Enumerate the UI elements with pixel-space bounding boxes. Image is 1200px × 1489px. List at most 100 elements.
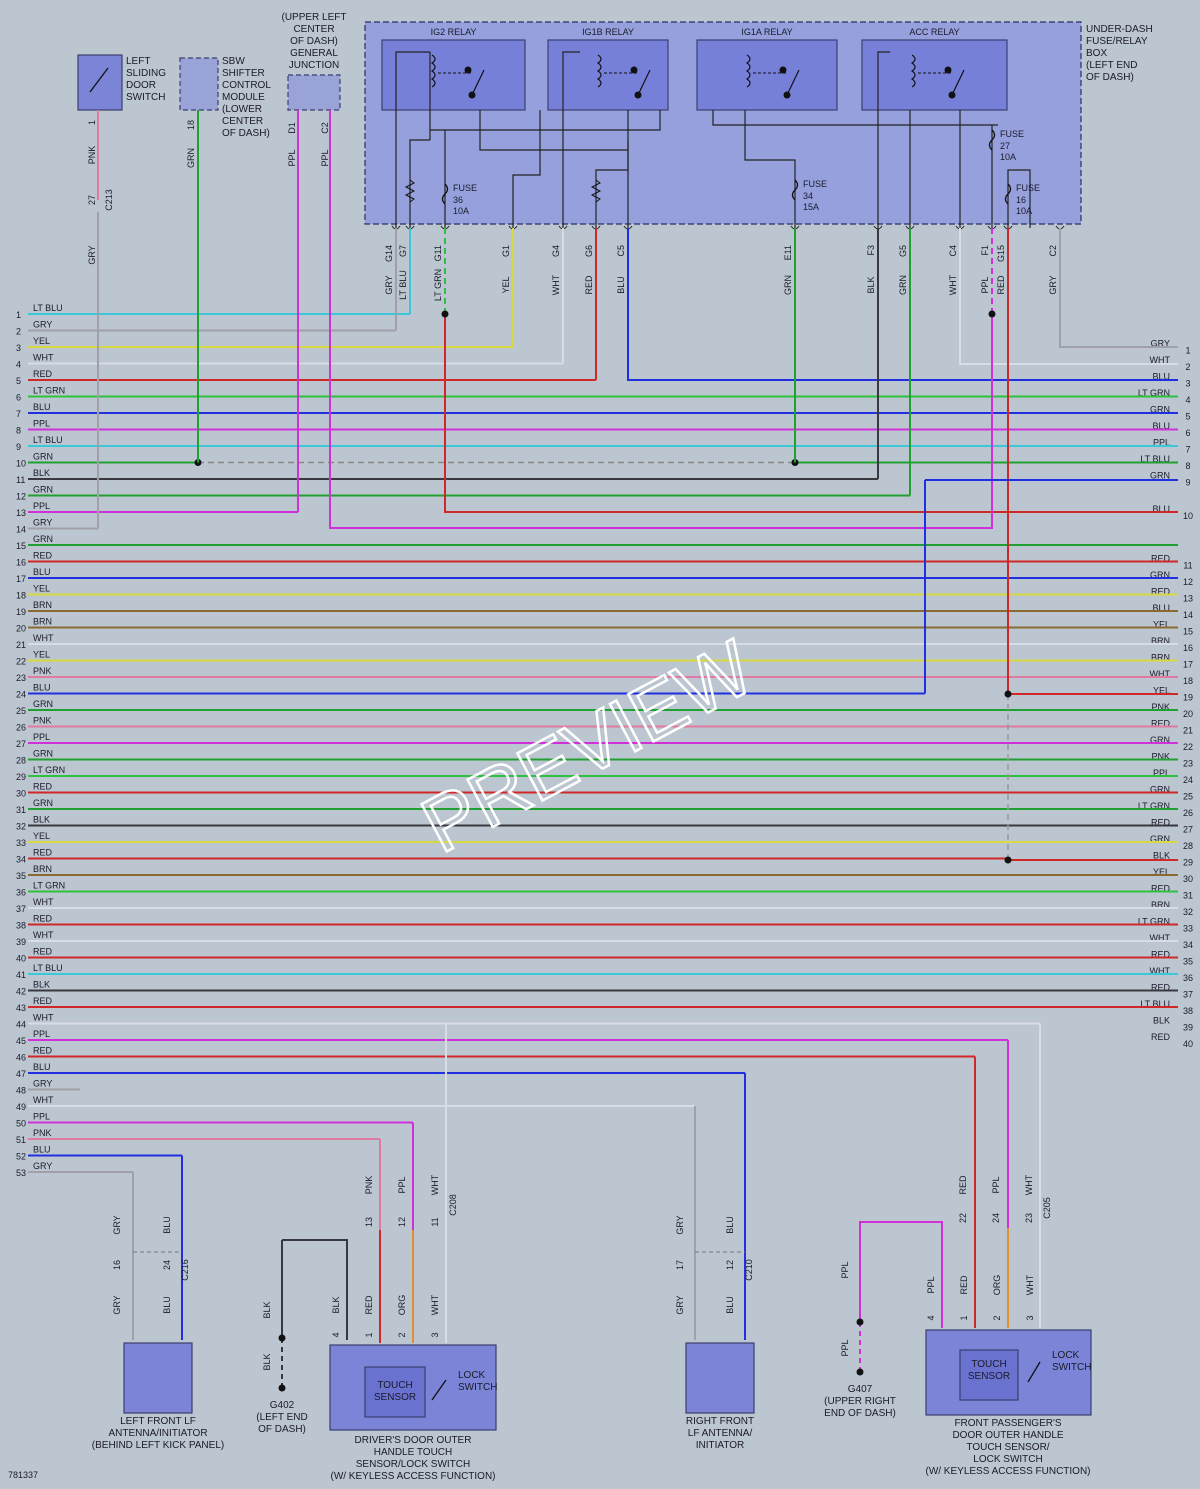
right-row-number: 24 (1183, 775, 1193, 785)
fuse-number: 34 (803, 191, 813, 201)
left-row-number: 9 (16, 442, 21, 452)
right-row-wire: BLU (1152, 603, 1170, 613)
left-row-number: 43 (16, 1003, 26, 1013)
sbw-wire: GRN (186, 148, 196, 168)
relay-switch-icon (471, 69, 485, 96)
general-junction-label: CENTER (293, 24, 334, 35)
right-row-number: 22 (1183, 742, 1193, 752)
right-row-number: 28 (1183, 841, 1193, 851)
left-row-number: 27 (16, 739, 26, 749)
fuse-box-wire-color: GRY (384, 275, 394, 294)
right-row-wire: BRN (1151, 900, 1170, 910)
fuse-box-title: BOX (1086, 48, 1107, 59)
fuse-rating: 10A (1000, 152, 1016, 162)
left-row-wire: RED (33, 996, 53, 1006)
junction-wire: PPL (287, 149, 297, 166)
left-row-wire: YEL (33, 650, 50, 660)
right-row-number: 7 (1185, 445, 1190, 455)
door-switch-label: SLIDING (126, 68, 166, 79)
fuse-icon (791, 179, 799, 201)
right-row-number: 5 (1185, 412, 1190, 422)
resistor-icon (404, 179, 416, 203)
touch-sensor-label: TOUCH (971, 1359, 1006, 1370)
splice-dot (441, 310, 449, 318)
left-row-wire: WHT (33, 897, 54, 907)
left-row-wire: BLK (33, 980, 50, 990)
left-row-number: 17 (16, 574, 26, 584)
right-row-wire: GRY (1151, 339, 1170, 349)
driver-conn-pin: 12 (397, 1217, 407, 1227)
left-row-number: 50 (16, 1119, 26, 1129)
relay-coil-icon (745, 54, 751, 88)
right-row-wire: YEL (1153, 686, 1170, 696)
left-row-number: 12 (16, 492, 26, 502)
left-row-wire: GRN (33, 534, 53, 544)
driver-term: 3 (430, 1332, 440, 1337)
driver-handle-label: DRIVER'S DOOR OUTER (355, 1435, 472, 1446)
g402-label: (LEFT END (256, 1412, 308, 1423)
left-row-wire: GRN (33, 798, 53, 808)
rf-antenna-label: LF ANTENNA/ (688, 1428, 753, 1439)
right-row-number: 38 (1183, 1006, 1193, 1016)
left-row-number: 29 (16, 772, 26, 782)
sbw-module-label: SHIFTER (222, 68, 265, 79)
lf-antenna-label: LEFT FRONT LF (120, 1416, 196, 1427)
fuse-box-pin: C4 (948, 245, 958, 257)
passenger-conn-pin: 23 (1024, 1213, 1034, 1223)
sbw-module-label: (LOWER (222, 104, 262, 115)
left-row-wire: BLU (33, 1062, 51, 1072)
left-row-wire: GRY (33, 1161, 52, 1171)
passenger-wire-top: PPL (991, 1176, 1001, 1193)
left-row-number: 34 (16, 855, 26, 865)
driver-term: 2 (397, 1332, 407, 1337)
right-row-number: 29 (1183, 858, 1193, 868)
g407-wire: PPL (840, 1261, 850, 1278)
left-row-wire: WHT (33, 1095, 54, 1105)
sbw-module-label: CENTER (222, 116, 263, 127)
left-row-wire: GRN (33, 699, 53, 709)
fuse-box-pin: G7 (398, 245, 408, 257)
sbw-module-label: OF DASH) (222, 128, 270, 139)
relay-coil-icon (596, 54, 602, 88)
left-row-number: 40 (16, 954, 26, 964)
drop-wire (859, 1221, 943, 1328)
driver-handle-label: HANDLE TOUCH (374, 1447, 453, 1458)
left-row-number: 48 (16, 1086, 26, 1096)
fuse-label: FUSE (1000, 129, 1024, 139)
fuse-box-title: (LEFT END (1086, 60, 1138, 71)
door-switch-label: DOOR (126, 80, 156, 91)
left-row-wire: BLU (33, 567, 51, 577)
left-row-number: 15 (16, 541, 26, 551)
left-row-wire: BRN (33, 617, 52, 627)
box-internal-wire (430, 110, 661, 131)
lf-antenna (123, 1342, 193, 1414)
right-row-wire: WHT (1150, 355, 1171, 365)
left-row-number: 4 (16, 360, 21, 370)
right-row-wire: GRN (1150, 834, 1170, 844)
left-row-number: 52 (16, 1152, 26, 1162)
right-row-wire: GRN (1150, 405, 1170, 415)
left-row-number: 26 (16, 723, 26, 733)
left-row-number: 31 (16, 805, 26, 815)
rf-antenna-label: RIGHT FRONT (686, 1416, 754, 1427)
relay-coil-icon (430, 54, 436, 88)
right-row-number: 18 (1183, 676, 1193, 686)
left-row-number: 28 (16, 756, 26, 766)
lock-switch-label: SWITCH (1052, 1362, 1091, 1373)
right-row-number: 1 (1185, 346, 1190, 356)
relay-3 (861, 39, 1008, 111)
passenger-wire-top: WHT (1024, 1174, 1034, 1195)
left-row-number: 23 (16, 673, 26, 683)
box-internal-wire (1007, 169, 1031, 228)
right-row-wire: GRN (1150, 735, 1170, 745)
drop-wire (1059, 228, 1178, 348)
fuse-box-pin: C5 (616, 245, 626, 257)
box-internal-wire (712, 110, 998, 126)
left-row-number: 18 (16, 591, 26, 601)
right-row-wire: LT BLU (1140, 454, 1170, 464)
g402-label: OF DASH) (258, 1424, 306, 1435)
antenna-pin: 24 (162, 1260, 172, 1270)
left-row-number: 13 (16, 508, 26, 518)
diagram-id: 781337 (8, 1470, 38, 1480)
